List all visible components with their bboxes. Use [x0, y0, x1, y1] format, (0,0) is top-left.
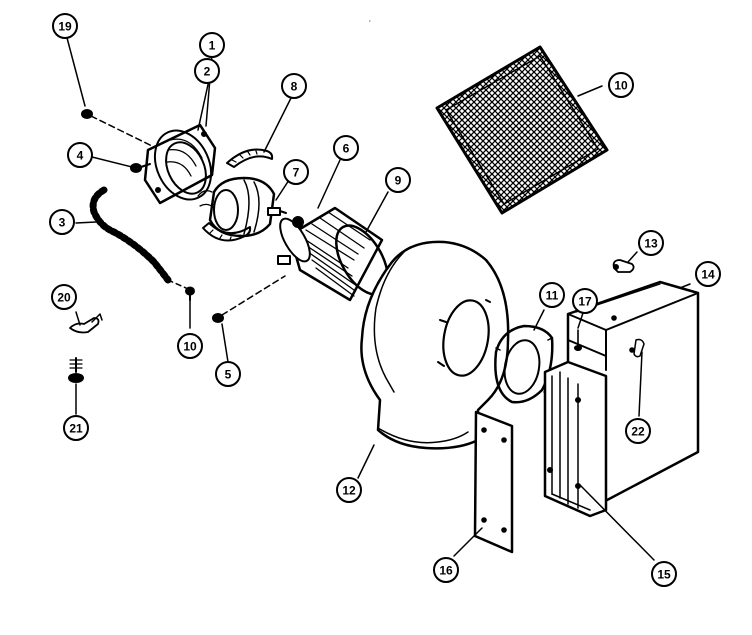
screw-part-19	[81, 109, 153, 147]
callout-c17: 17	[572, 288, 598, 314]
callout-c2: 2	[194, 58, 220, 84]
grease-filter-part	[435, 45, 609, 215]
callout-label: 17	[578, 295, 592, 309]
callout-circle	[638, 230, 664, 256]
callout-c7: 7	[283, 159, 309, 185]
callout-c22: 22	[625, 418, 651, 444]
callout-c21: 21	[63, 415, 89, 441]
callout-label: 8	[291, 80, 298, 94]
callout-c12: 12	[336, 477, 362, 503]
callout-label: 3	[59, 216, 66, 230]
callout-c10b: 10	[177, 333, 203, 359]
callout-label: 4	[77, 149, 84, 163]
damper-frame-part	[543, 360, 608, 518]
callout-circle	[281, 73, 307, 99]
screw-part-5	[212, 275, 286, 323]
callout-circle	[215, 361, 241, 387]
callout-circle	[283, 159, 309, 185]
mounting-ring-part	[143, 123, 217, 205]
callout-c4: 4	[67, 142, 93, 168]
callout-label: 20	[57, 291, 71, 305]
callout-c6: 6	[333, 135, 359, 161]
callout-c9: 9	[385, 167, 411, 193]
callout-label: 6	[343, 142, 350, 156]
bolt-part-17	[574, 329, 582, 351]
callout-c3: 3	[49, 209, 75, 235]
cover-plate-part	[473, 410, 514, 554]
callout-circle	[52, 13, 78, 39]
callout-circle	[651, 561, 677, 587]
clip-part-13	[612, 259, 635, 273]
callout-circle	[49, 209, 75, 235]
callout-c14: 14	[695, 261, 721, 287]
callout-label: 7	[293, 166, 300, 180]
callout-label: 14	[701, 268, 715, 282]
callout-circle	[695, 261, 721, 287]
blower-wheel-part	[277, 206, 389, 302]
callout-c1: 1	[199, 32, 225, 58]
callout-circle	[608, 72, 634, 98]
callout-circle	[63, 415, 89, 441]
power-cord-part	[89, 186, 187, 289]
callout-c19: 19	[52, 13, 78, 39]
callout-label: 19	[58, 20, 72, 34]
callout-c11: 11	[539, 282, 565, 308]
callout-label: 10	[183, 340, 197, 354]
callout-label: 15	[657, 568, 671, 582]
blower-motor-part	[197, 176, 287, 238]
callout-label: 2	[204, 65, 211, 79]
callout-circle	[67, 142, 93, 168]
callout-circle	[199, 32, 225, 58]
callout-circle	[572, 288, 598, 314]
screw-part-10-small	[185, 286, 195, 301]
callout-c16: 16	[433, 557, 459, 583]
clip-part-20	[69, 313, 103, 334]
callout-label: 9	[395, 174, 402, 188]
callout-label: 22	[631, 425, 645, 439]
callout-c5: 5	[215, 361, 241, 387]
stray-mark: ·	[369, 19, 371, 25]
callout-label: 21	[69, 422, 83, 436]
bolt-part-21	[68, 357, 84, 383]
screw-part-4	[130, 163, 151, 173]
callout-circle	[385, 167, 411, 193]
callout-circle	[177, 333, 203, 359]
callout-c13: 13	[638, 230, 664, 256]
callout-c8: 8	[281, 73, 307, 99]
callout-label: 16	[439, 564, 453, 578]
callout-circle	[433, 557, 459, 583]
callout-circle	[333, 135, 359, 161]
callout-circle	[539, 282, 565, 308]
callout-circle	[51, 284, 77, 310]
callout-circle	[625, 418, 651, 444]
callout-label: 12	[342, 484, 356, 498]
callout-c10a: 10	[608, 72, 634, 98]
callout-label: 10	[614, 79, 628, 93]
callout-label: 11	[546, 289, 559, 303]
leader-lines	[65, 33, 691, 561]
callout-circle	[194, 58, 220, 84]
callout-label: 13	[644, 237, 658, 251]
callout-label: 5	[225, 368, 232, 382]
callout-circle	[336, 477, 362, 503]
callout-c20: 20	[51, 284, 77, 310]
callout-label: 1	[209, 39, 216, 53]
callout-c15: 15	[651, 561, 677, 587]
